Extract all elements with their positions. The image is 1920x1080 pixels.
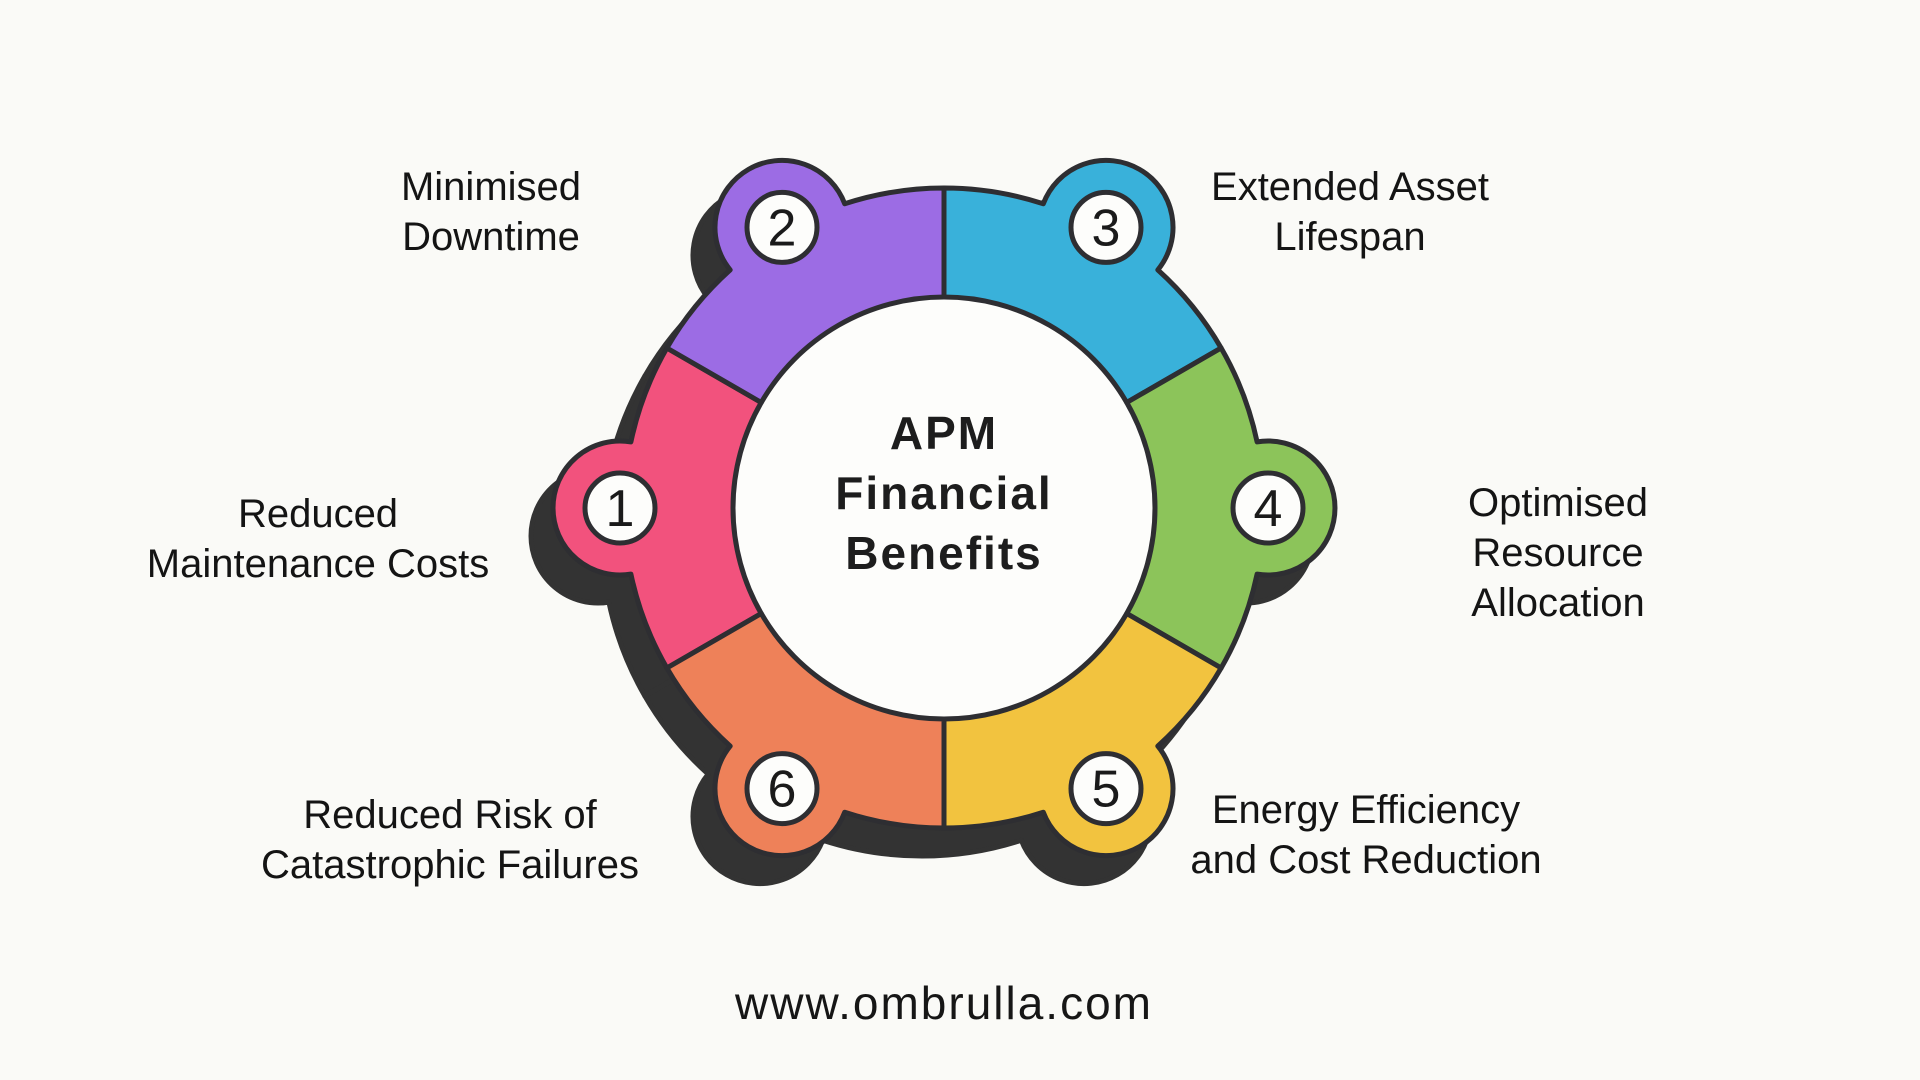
- wheel-center-title: APM Financial Benefits: [835, 407, 1053, 579]
- wheel-segment-2: [664, 157, 947, 405]
- wheel-segment-5: [941, 611, 1224, 859]
- label-reduced-maintenance-costs: Reduced Maintenance Costs: [146, 492, 490, 586]
- label-extended-asset-lifespan: Extended Asset Lifespan: [1211, 165, 1489, 259]
- segment-2-number: 2: [768, 199, 797, 257]
- segment-3-number: 3: [1092, 199, 1121, 257]
- segment-6-number: 6: [768, 761, 797, 819]
- segment-6-number-circle: [744, 751, 820, 827]
- label-optimised-resource-allocation: Optimised Resource Allocation: [1467, 481, 1649, 625]
- segment-1-number-circle: [582, 470, 658, 546]
- label-minimised-downtime: Minimised Downtime: [400, 165, 582, 259]
- segment-3-number-circle: [1068, 189, 1144, 265]
- label-reduced-risk-catastrophic-failures: Reduced Risk of Catastrophic Failures: [261, 793, 639, 887]
- website-url: www.ombrulla.com: [735, 977, 1153, 1029]
- segment-1-number: 1: [606, 480, 635, 538]
- wheel-segment-3: [941, 157, 1224, 405]
- label-energy-efficiency-cost-reduction: Energy Efficiency and Cost Reduction: [1190, 788, 1542, 882]
- segment-4-number: 4: [1254, 480, 1283, 538]
- segment-5-number-circle: [1068, 751, 1144, 827]
- segment-5-number: 5: [1092, 761, 1121, 819]
- wheel-inner-disc: [733, 297, 1155, 719]
- wheel-segment-6: [664, 611, 947, 859]
- segment-4-number-circle: [1230, 470, 1306, 546]
- segment-2-number-circle: [744, 189, 820, 265]
